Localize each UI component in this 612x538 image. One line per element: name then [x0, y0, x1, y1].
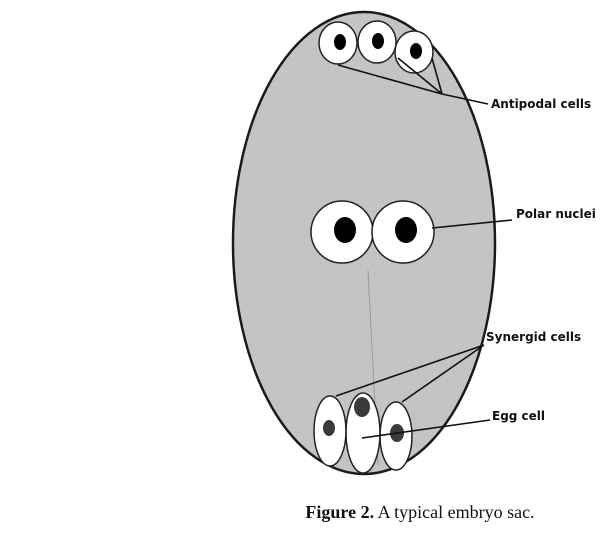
- leader-polar: [431, 219, 513, 229]
- synergid-nucleus: [323, 420, 335, 436]
- leader-egg: [361, 419, 491, 439]
- antipodal-nucleus: [410, 43, 422, 59]
- leader-lines: [335, 57, 513, 439]
- leader-antipodal-2: [397, 57, 443, 95]
- figure-caption-text: A typical embryo sac.: [374, 502, 535, 522]
- label-egg-cell: Egg cell: [492, 409, 545, 423]
- leader-synergid-1: [335, 344, 485, 397]
- leader-antipodal-4: [441, 93, 489, 105]
- polar-nucleus: [395, 217, 417, 243]
- egg-apparatus: [313, 392, 413, 474]
- label-synergid-cells: Synergid cells: [486, 330, 581, 344]
- label-antipodal-cells: Antipodal cells: [491, 97, 591, 111]
- polar-nuclei: [310, 200, 435, 264]
- antipodal-nucleus: [334, 34, 346, 50]
- antipodal-nucleus: [372, 33, 384, 49]
- figure-caption: Figure 2. A typical embryo sac.: [240, 502, 600, 523]
- leader-antipodal-1: [337, 64, 443, 95]
- egg-nucleus: [354, 397, 370, 417]
- figure-number: Figure 2.: [305, 502, 375, 522]
- label-polar-nuclei: Polar nuclei: [516, 207, 596, 221]
- leader-synergid-2: [401, 344, 485, 403]
- leader-antipodal-3: [431, 57, 443, 95]
- polar-nucleus: [334, 217, 356, 243]
